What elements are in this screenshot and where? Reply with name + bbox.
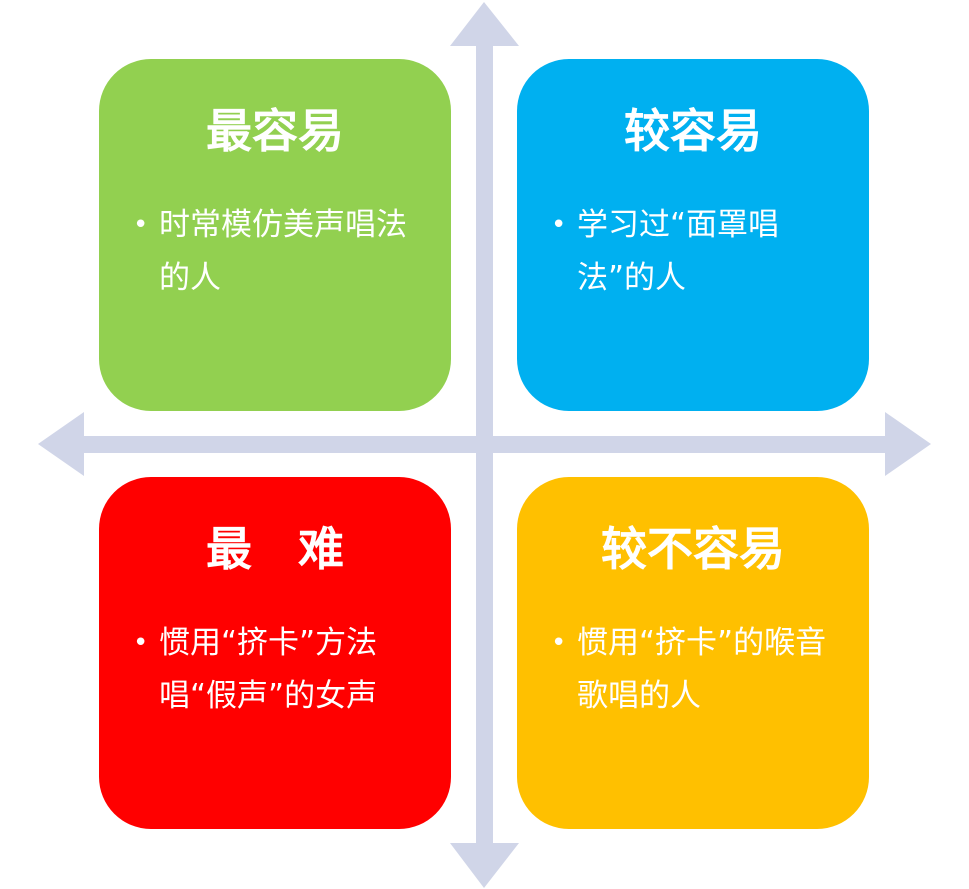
description-text: 惯用“挤卡”方法唱“假声”的女声	[159, 625, 378, 714]
description-item: • 时常模仿美声唱法的人	[133, 199, 423, 305]
quadrant-easiest: 最容易 • 时常模仿美声唱法的人	[99, 59, 451, 411]
quadrant-not-easy: 较不容易 • 惯用“挤卡”的喉音歌唱的人	[517, 477, 869, 829]
quadrant-relatively-easy: 较容易 • 学习过“面罩唱法”的人	[517, 59, 869, 411]
quadrant-description: • 惯用“挤卡”方法唱“假声”的女声	[133, 617, 423, 723]
quadrant-title: 较不容易	[601, 522, 785, 576]
bullet-icon: •	[133, 210, 149, 240]
vertical-axis-line	[476, 40, 493, 850]
description-text: 惯用“挤卡”的喉音歌唱的人	[577, 625, 827, 714]
quadrant-title: 最 难	[206, 522, 344, 576]
quadrant-title: 最容易	[206, 104, 344, 158]
bullet-icon: •	[551, 628, 567, 658]
quadrant-hardest: 最 难 • 惯用“挤卡”方法唱“假声”的女声	[99, 477, 451, 829]
bullet-icon: •	[551, 210, 567, 240]
quadrant-title: 较容易	[624, 104, 762, 158]
left-arrow-head	[38, 412, 84, 476]
quadrant-description: • 学习过“面罩唱法”的人	[551, 199, 841, 305]
description-text: 学习过“面罩唱法”的人	[577, 207, 780, 296]
down-arrow-head	[450, 843, 519, 888]
quadrant-description: • 时常模仿美声唱法的人	[133, 199, 423, 305]
description-item: • 学习过“面罩唱法”的人	[551, 199, 841, 305]
up-arrow-head	[450, 2, 519, 46]
bullet-icon: •	[133, 628, 149, 658]
description-item: • 惯用“挤卡”方法唱“假声”的女声	[133, 617, 423, 723]
right-arrow-head	[885, 412, 931, 476]
description-text: 时常模仿美声唱法的人	[159, 207, 407, 296]
description-item: • 惯用“挤卡”的喉音歌唱的人	[551, 617, 841, 723]
quadrant-description: • 惯用“挤卡”的喉音歌唱的人	[551, 617, 841, 723]
